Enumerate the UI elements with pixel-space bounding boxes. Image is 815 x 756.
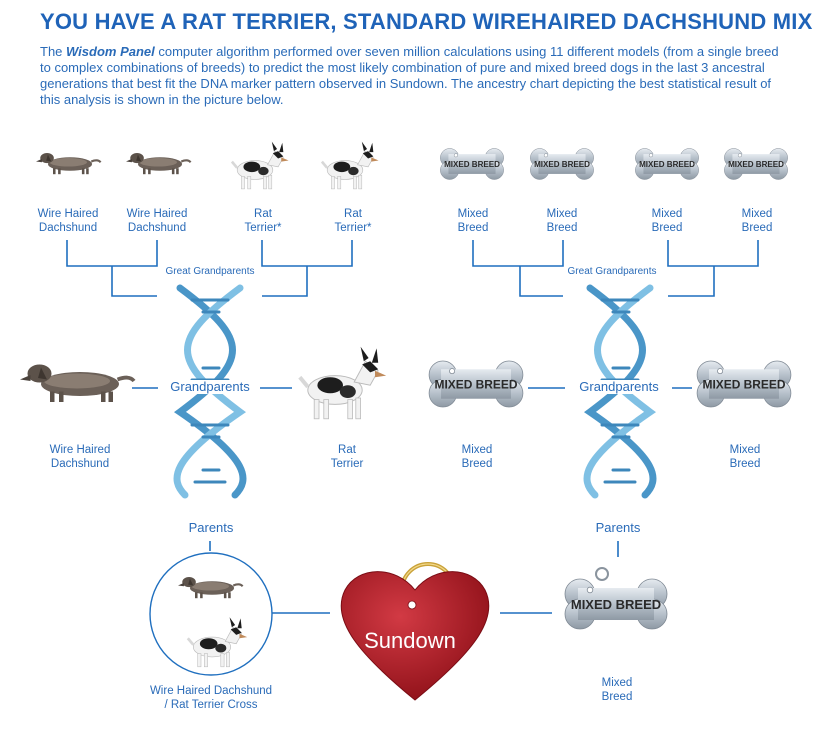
- parent-cross-circle: [149, 552, 273, 676]
- mixed-breed-tag-icon: MIXED BREED: [635, 148, 699, 180]
- grandparents-label-right: Grandparents: [566, 380, 672, 394]
- svg-text:MIXED BREED: MIXED BREED: [434, 378, 517, 392]
- intro-paragraph: The Wisdom Panel computer algorithm perf…: [40, 44, 779, 107]
- svg-text:MIXED BREED: MIXED BREED: [571, 597, 661, 612]
- great-grandparents-label-right: Great Grandparents: [567, 266, 657, 277]
- parents-label-right: Parents: [595, 520, 641, 535]
- rat-terrier-icon: [230, 140, 290, 191]
- dachshund-icon: [34, 151, 102, 176]
- parents-label-left: Parents: [188, 520, 234, 535]
- mixed-breed-tag-icon: MIXED BREED: [724, 148, 788, 180]
- grandparents-label-left: Grandparents: [160, 380, 260, 394]
- mixed-breed-tag-icon: MIXED BREED: [530, 148, 594, 180]
- mixed-breed-tag-icon: MIXED BREED: [564, 567, 668, 630]
- dog-name: Sundown: [364, 628, 456, 653]
- svg-text:MIXED BREED: MIXED BREED: [728, 160, 784, 169]
- great-grandparents-label-left: Great Grandparents: [165, 266, 255, 277]
- parent-label: Wire Haired Dachshund/ Rat Terrier Cross: [149, 685, 273, 711]
- connector-lines: [66, 240, 759, 614]
- svg-text:MIXED BREED: MIXED BREED: [534, 160, 590, 169]
- mixed-breed-tag-icon: MIXED BREED: [696, 360, 792, 408]
- sundown-heart-tag: Sundown: [340, 562, 490, 701]
- brand-name: Wisdom Panel: [66, 44, 155, 59]
- mixed-breed-tag-icon: MIXED BREED: [440, 148, 504, 180]
- dachshund-icon: [18, 362, 136, 404]
- svg-text:MIXED BREED: MIXED BREED: [444, 160, 500, 169]
- dachshund-icon: [124, 151, 192, 176]
- rat-terrier-icon: [320, 140, 380, 191]
- page-title: YOU HAVE A RAT TERRIER, STANDARD WIREHAI…: [40, 9, 813, 34]
- dna-helix-left: [173, 284, 247, 499]
- rat-terrier-icon: [300, 347, 386, 419]
- svg-text:MIXED BREED: MIXED BREED: [639, 160, 695, 169]
- mixed-breed-tag-icon: MIXED BREED: [428, 360, 524, 408]
- svg-text:MIXED BREED: MIXED BREED: [702, 378, 785, 392]
